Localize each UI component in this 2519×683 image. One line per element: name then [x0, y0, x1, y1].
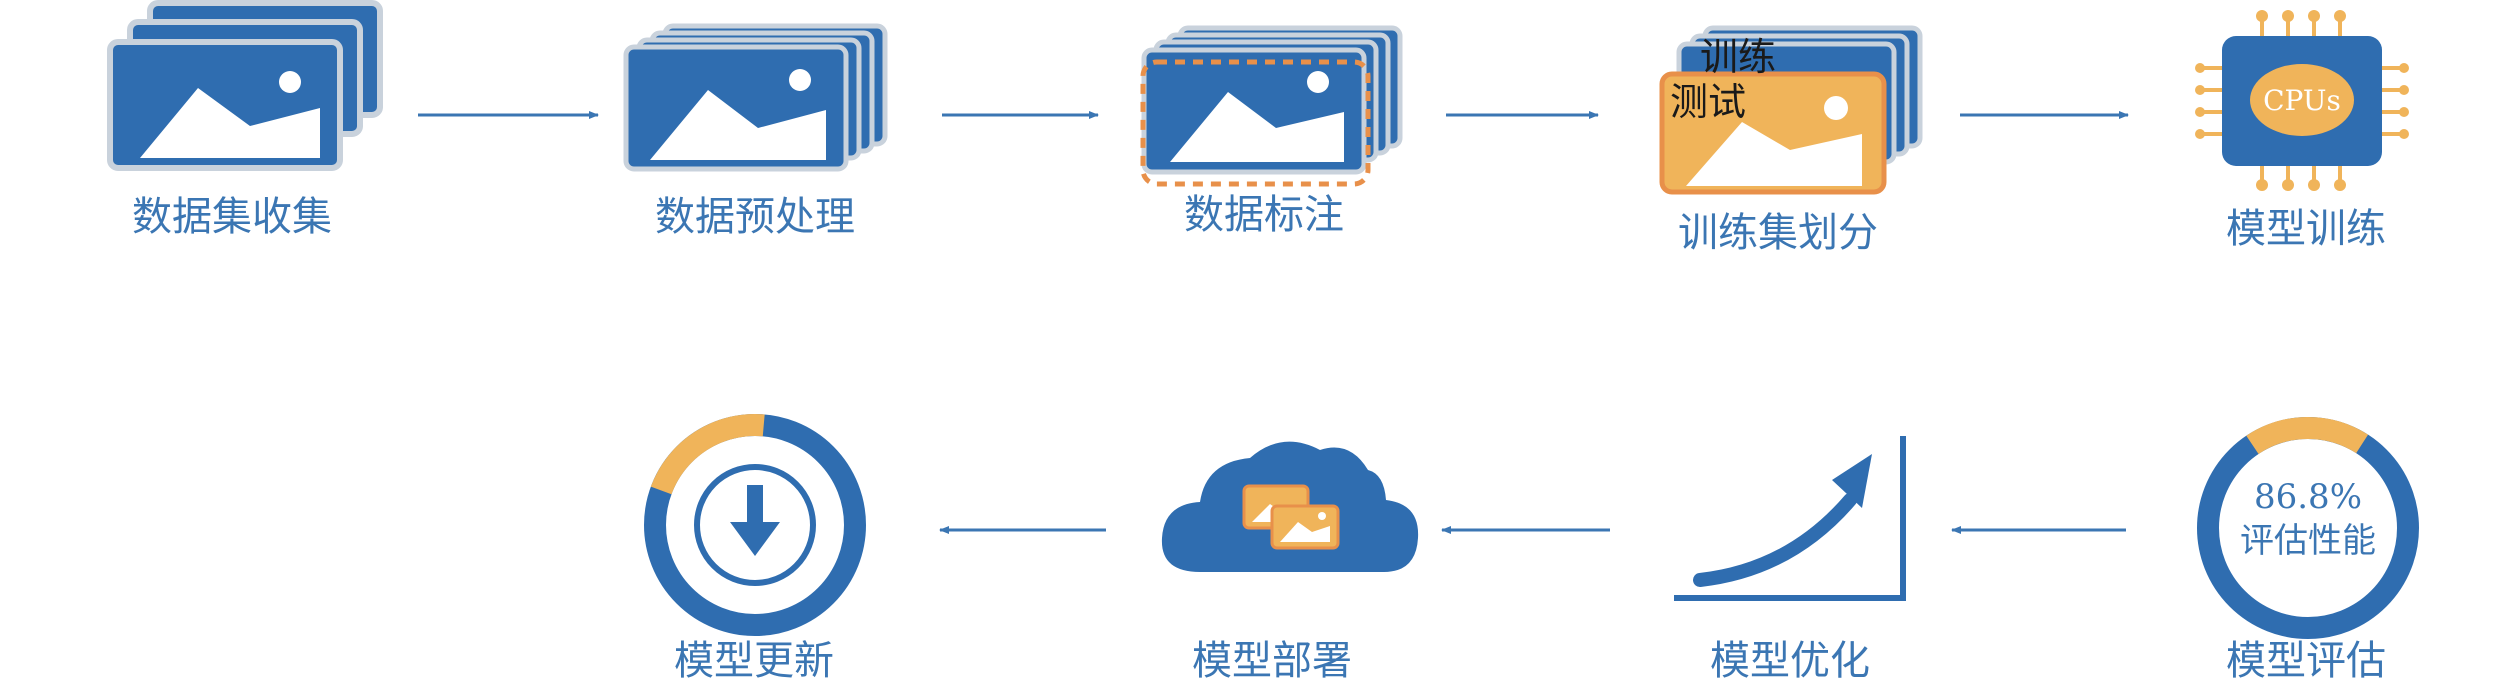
cloud-deploy-icon: [1161, 441, 1419, 572]
step-label-optimize: 模型优化: [1710, 638, 1870, 683]
step-label-update: 模型更新: [674, 638, 834, 683]
evaluation-caption: 评估性能: [2240, 521, 2376, 561]
annotated-image-icon: [1140, 25, 1403, 187]
train-test-split-icon: [1659, 25, 1923, 195]
split-label-train: 训练: [1700, 35, 1776, 79]
step-label-evaluate: 模型评估: [2226, 638, 2386, 683]
growth-curve-icon: [1674, 436, 1906, 601]
step-label-split: 训练集划分: [1678, 210, 1878, 256]
step-label-annotate: 数据标注: [1184, 192, 1344, 238]
image-stack-icon: [623, 23, 888, 172]
split-label-test: 测试: [1670, 80, 1746, 124]
evaluation-ring-icon: [2197, 417, 2419, 639]
step-label-collect: 数据集收集: [132, 194, 332, 240]
step-label-deploy: 模型部署: [1192, 638, 1352, 683]
step-label-preprocess: 数据预处理: [655, 194, 855, 240]
image-stack-icon: [107, 0, 383, 171]
cpu-label: CPUs: [2263, 84, 2341, 117]
step-label-train: 模型训练: [2226, 206, 2386, 252]
evaluation-percent: 86.8%: [2254, 477, 2362, 517]
cpu-chip-icon: [2195, 10, 2409, 191]
download-update-icon: [644, 414, 866, 636]
